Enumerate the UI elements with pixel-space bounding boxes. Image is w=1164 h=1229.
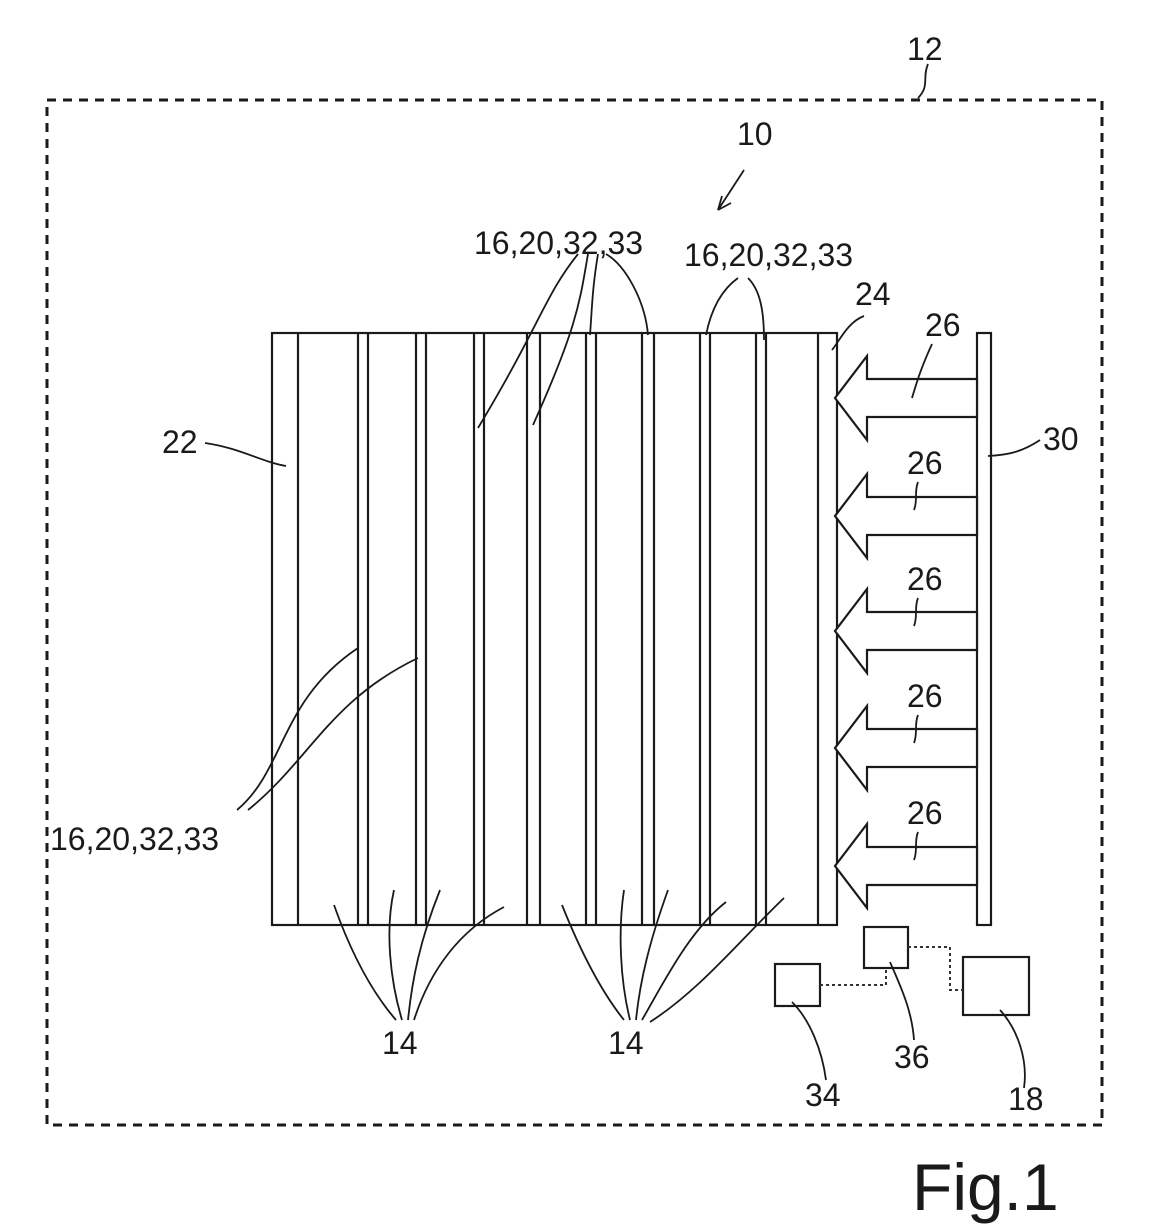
box-18 [963,957,1029,1015]
label-enclosure: 12 [907,31,943,67]
label-box-18: 18 [1008,1081,1044,1117]
box-36 [864,927,908,968]
label-end-right: 24 [855,276,891,312]
figure-label: Fig.1 [912,1150,1059,1224]
label-cell-group-c: 16,20,32,33 [50,821,219,857]
pressure-plate [977,333,991,925]
box-34 [775,964,820,1006]
label-force-5: 26 [907,795,943,831]
force-arrows [835,356,977,908]
label-cells-left: 14 [382,1025,418,1061]
label-force-1: 26 [925,307,961,343]
label-force-2: 26 [907,445,943,481]
force-arrow-1 [835,356,977,440]
force-arrow-3 [835,589,977,673]
cell-stack-frame [272,333,837,925]
label-box-36: 36 [894,1039,930,1075]
label-end-left: 22 [162,424,198,460]
label-stack: 10 [737,116,773,152]
label-force-3: 26 [907,561,943,597]
label-force-4: 26 [907,678,943,714]
label-plate: 30 [1043,421,1079,457]
force-arrow-5 [835,824,977,908]
stack-dividers [298,333,818,925]
label-cells-right: 14 [608,1025,644,1061]
label-cell-group-b: 16,20,32,33 [684,237,853,273]
force-arrow-2 [835,474,977,558]
label-cell-group-a: 16,20,32,33 [474,225,643,261]
label-box-34: 34 [805,1077,841,1113]
force-arrow-4 [835,706,977,790]
